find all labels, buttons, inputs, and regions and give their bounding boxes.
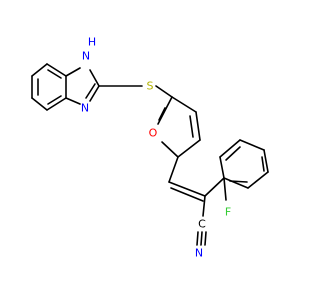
acrylonitrile-bonds xyxy=(168,156,207,246)
atom-label-h: H xyxy=(88,36,96,49)
atom-label-c-nitrile: C xyxy=(198,218,206,231)
atom-label-n-imine: N xyxy=(81,102,89,115)
atom-label-s: S xyxy=(147,80,154,93)
thioether-bonds xyxy=(98,85,173,98)
imidazole-ring xyxy=(65,67,100,105)
atom-label-o: O xyxy=(149,127,158,140)
atom-label-n-nh: N xyxy=(82,50,90,63)
atom-labels: H N N S O F C N xyxy=(81,36,231,260)
benzimidazole-benzene-ring xyxy=(31,63,67,111)
molecule-canvas: H N N S O F C N xyxy=(31,36,269,260)
molecule-diagram: H N N S O F C N xyxy=(31,36,269,260)
atom-label-n-nitrile: N xyxy=(195,247,203,260)
fluorophenyl-ring xyxy=(204,139,269,201)
furan-ring xyxy=(157,96,201,158)
atom-label-f: F xyxy=(225,206,231,219)
